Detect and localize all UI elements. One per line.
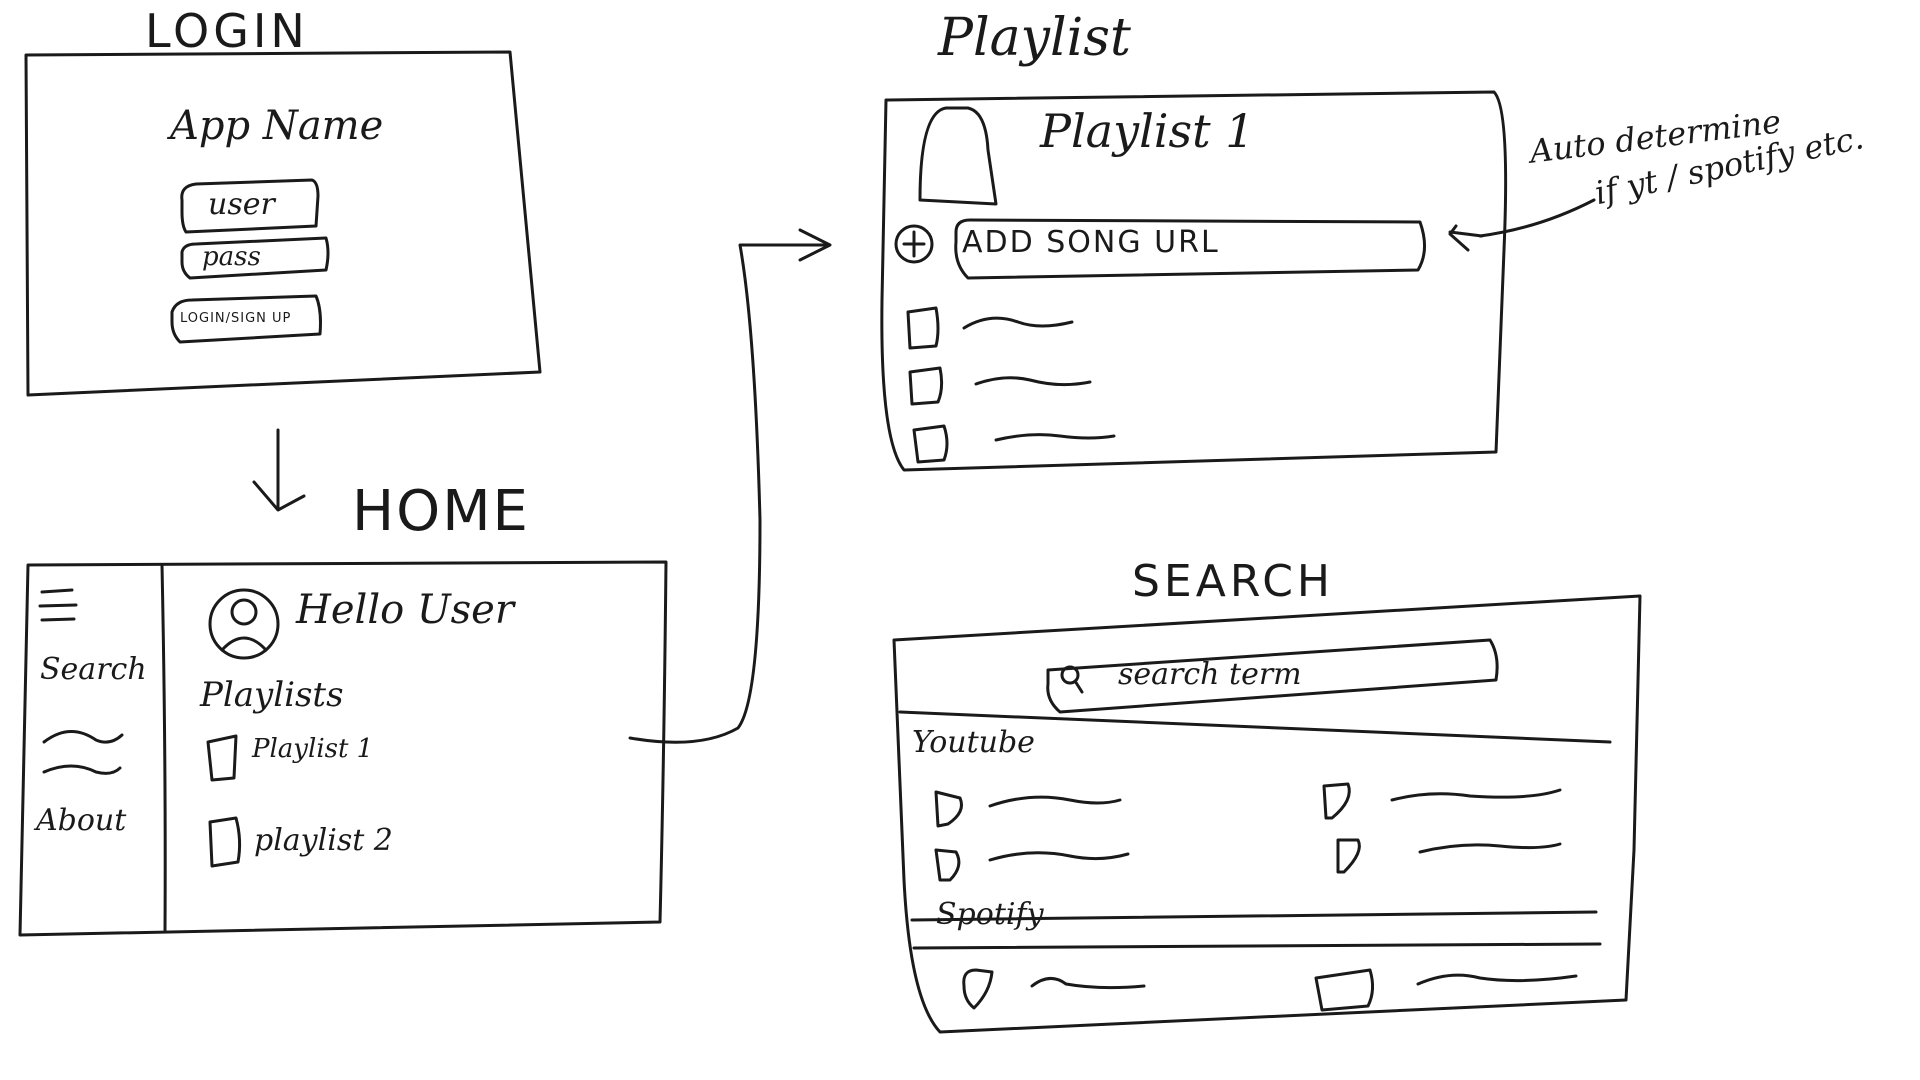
section-youtube: Youtube [912,725,1035,760]
song-2-squiggle [974,376,1092,387]
song-2-icon [908,366,944,406]
home-title: HOME [352,479,530,544]
playlist-name: Playlist 1 [1040,104,1255,158]
song-1-squiggle [962,316,1074,330]
home-playlist-1-icon [206,734,238,782]
arrow-home-to-playlist [628,228,832,744]
greeting: Hello User [296,587,514,633]
app-name: App Name [170,103,384,149]
youtube-divider [898,710,1612,744]
spotify-divider [912,942,1602,950]
yt-result-1-icon [934,790,963,828]
yt-result-2-squiggle [988,851,1130,862]
song-3-squiggle [994,433,1116,442]
search-title: SEARCH [1132,556,1335,607]
playlist-cover [918,106,998,206]
add-song-field [954,218,1426,280]
sp-result-1-icon [962,968,994,1010]
yt-result-3-icon [1322,782,1351,820]
user-input[interactable]: user [208,187,275,222]
login-submit-button [170,294,322,344]
spotify-divider-top [910,910,1598,922]
playlist-title: Playlist [938,8,1131,68]
arrow-login-to-home [252,428,306,512]
plus-icon [894,224,934,264]
home-sidebar-divider [160,563,167,932]
section-spotify: Spotify [936,897,1044,932]
home-frame [18,560,668,937]
search-frame [892,594,1642,1034]
playlist-item-2[interactable]: playlist 2 [254,823,393,858]
pass-input[interactable]: pass [202,242,261,272]
search-input[interactable]: search term [1118,657,1302,692]
login-title: LOGIN [145,4,309,58]
sp-result-2-icon [1314,968,1375,1012]
sidebar-item-about[interactable]: About [36,803,127,838]
sidebar-squiggle-2 [42,764,122,775]
yt-result-1-squiggle [988,795,1122,808]
avatar [208,588,280,660]
home-playlist-2-icon [208,816,242,868]
search-icon [1060,665,1080,685]
sp-result-1-squiggle [1030,977,1146,990]
add-song-input[interactable]: ADD SONG URL [962,225,1220,260]
login-user-field [180,178,320,234]
playlists-heading: Playlists [200,675,344,715]
song-3-icon [912,424,949,464]
login-pass-field [180,236,330,280]
hamburger-icon [38,588,78,622]
playlist-item-1[interactable]: Playlist 1 [252,734,374,764]
sp-result-2-squiggle [1416,973,1578,986]
annotation-arrow [1448,198,1596,252]
playlist-frame [880,90,1508,472]
yt-result-4-squiggle [1418,842,1562,854]
yt-result-2-icon [934,848,961,882]
yt-result-4-icon [1336,838,1361,874]
sidebar-squiggle-1 [42,730,124,744]
yt-result-3-squiggle [1390,788,1562,802]
login-signup-button[interactable]: LOGIN/SIGN UP [180,311,292,326]
search-field [1046,638,1499,714]
login-frame [24,50,542,397]
sidebar-item-search[interactable]: Search [40,652,147,687]
song-1-icon [906,306,940,350]
